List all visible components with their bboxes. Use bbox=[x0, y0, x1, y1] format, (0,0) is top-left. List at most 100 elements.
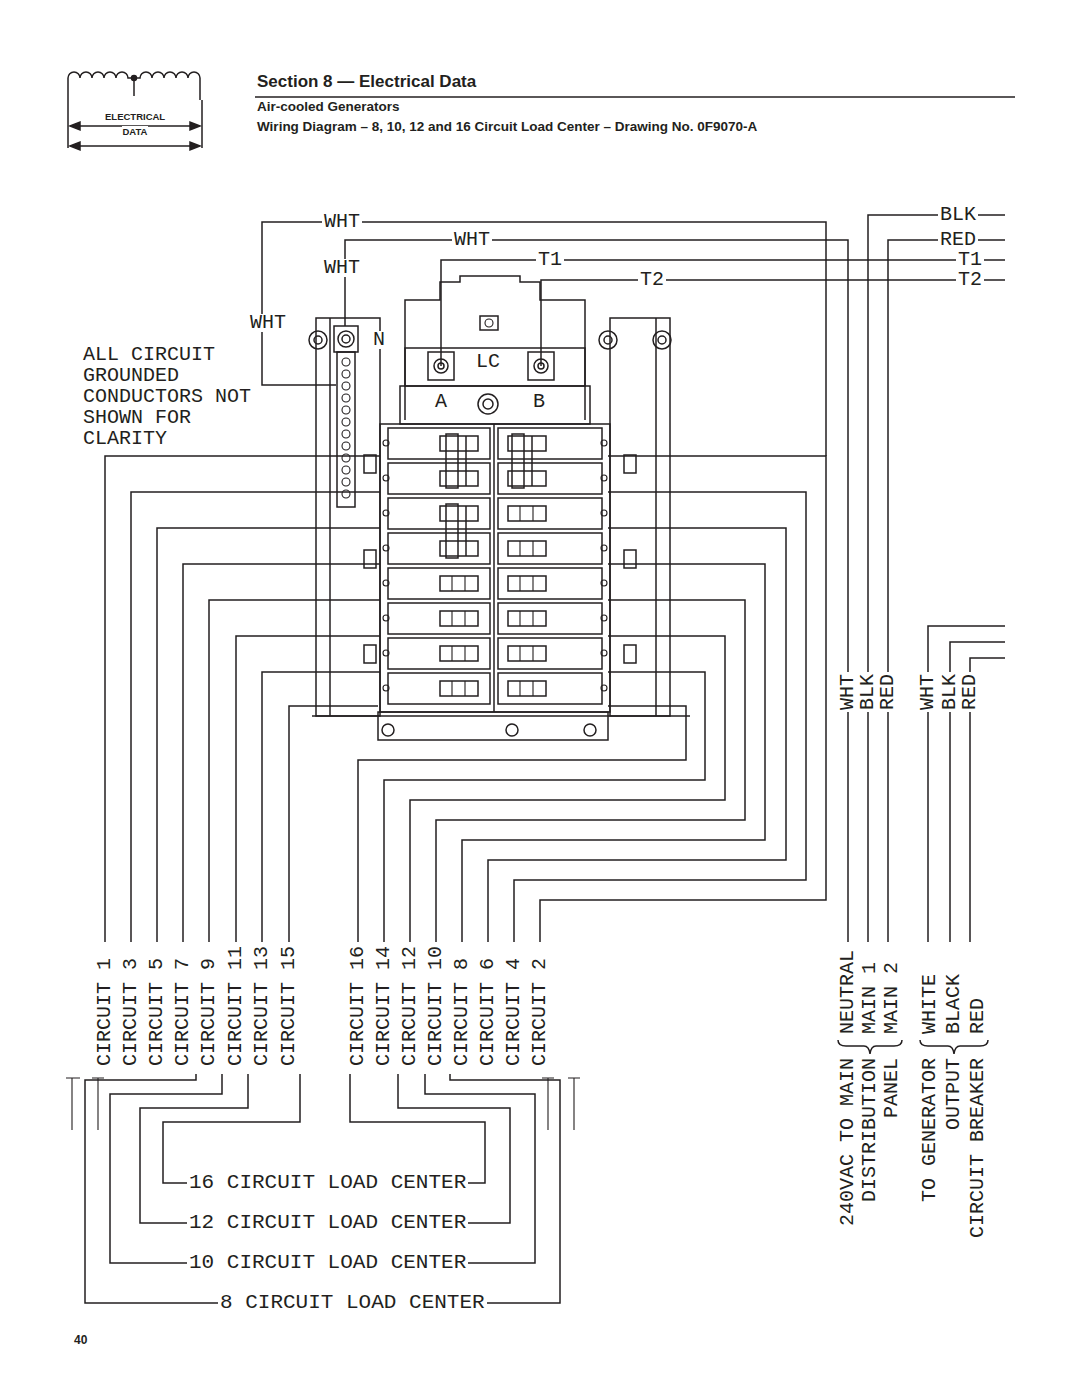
load-center-panel-part bbox=[388, 603, 490, 634]
load-center-panel-part bbox=[624, 455, 636, 473]
load-center-panel-part bbox=[498, 568, 602, 599]
load-center-panel-part bbox=[604, 336, 612, 344]
load-center-panel-part bbox=[508, 541, 546, 556]
load-center-panel-part bbox=[452, 646, 465, 661]
circuit-wires-part bbox=[157, 528, 380, 942]
load-center-panel-part bbox=[383, 440, 389, 446]
load-center-panel-part bbox=[383, 650, 389, 656]
load-center-panel-part bbox=[452, 576, 465, 591]
load-center-panel-part bbox=[498, 673, 602, 704]
circuit-group-bracket-part bbox=[66, 1078, 104, 1130]
circuit-label: CIRCUIT 10 bbox=[427, 944, 445, 1068]
load-center-panel-part bbox=[508, 471, 546, 486]
load-center-panel-part bbox=[446, 504, 458, 558]
load-center-panel-part bbox=[342, 394, 350, 402]
grouping-brace-part bbox=[920, 1040, 988, 1054]
load-center-panel-part bbox=[342, 370, 350, 378]
load-center-panel-part bbox=[601, 685, 607, 691]
load-center-panel-part bbox=[508, 576, 546, 591]
load-center-panel-part bbox=[378, 712, 608, 740]
circuit-label: CIRCUIT 5 bbox=[148, 956, 166, 1068]
load-center-panel-part bbox=[388, 533, 490, 564]
wire-label: RED bbox=[938, 231, 978, 249]
load-center-panel-part bbox=[508, 506, 546, 521]
wire-label: T2 bbox=[956, 271, 984, 289]
load-center-panel-part bbox=[480, 316, 498, 330]
load-center-panel-part bbox=[531, 436, 533, 486]
circuit-group-bracket-part bbox=[163, 1074, 485, 1183]
wire-label: BLK bbox=[938, 206, 978, 224]
load-center-panel-part bbox=[601, 580, 607, 586]
header-rule bbox=[255, 96, 1015, 98]
circuit-wires-part bbox=[209, 600, 380, 942]
load-center-panel-part bbox=[440, 611, 478, 626]
section-logo-part bbox=[68, 100, 202, 148]
load-center-panel-part bbox=[584, 724, 596, 736]
feed-wires bbox=[262, 215, 1005, 942]
load-center-panel-part bbox=[380, 424, 610, 712]
section-logo-part bbox=[70, 122, 80, 130]
circuit-label: CIRCUIT 7 bbox=[174, 956, 192, 1068]
circuit-wires-part bbox=[540, 456, 826, 942]
circuit-group-bracket-part bbox=[140, 1074, 510, 1223]
circuit-wires-part bbox=[488, 528, 786, 942]
load-center-panel-part bbox=[498, 533, 602, 564]
logo-text: DATA bbox=[122, 126, 149, 137]
load-center-panel-part bbox=[493, 424, 495, 712]
circuit-wires-part bbox=[262, 672, 380, 942]
load-center-panel-part bbox=[498, 638, 602, 669]
load-center-panel-part bbox=[388, 673, 490, 704]
load-center-panel-part bbox=[383, 510, 389, 516]
connection-note: MAIN 2 bbox=[883, 960, 901, 1036]
section-logo-part bbox=[132, 76, 137, 81]
load-center-panel-part bbox=[485, 319, 493, 327]
terminal-label: A bbox=[433, 393, 449, 411]
section-logo-part bbox=[190, 122, 200, 130]
connection-note: CIRCUIT BREAKER bbox=[969, 1056, 987, 1240]
section-logo-part bbox=[70, 142, 80, 150]
load-center-panel-part bbox=[405, 348, 585, 386]
wire-label: RED bbox=[879, 672, 897, 712]
load-center-panel-part bbox=[388, 568, 490, 599]
load-center-label: 12 CIRCUIT LOAD CENTER bbox=[187, 1214, 468, 1232]
drawing-caption: Wiring Diagram – 8, 10, 12 and 16 Circui… bbox=[255, 119, 759, 135]
load-center-panel-part bbox=[316, 318, 380, 716]
load-center-panel-part bbox=[364, 455, 376, 473]
feed-wires-part bbox=[541, 280, 1005, 366]
load-center-panel-part bbox=[342, 418, 350, 426]
circuit-wires-part bbox=[358, 706, 686, 942]
load-center-panel-part bbox=[342, 466, 350, 474]
load-center-panel-part bbox=[498, 463, 602, 494]
circuit-wires-part bbox=[105, 456, 380, 942]
load-center-panel-part bbox=[334, 326, 358, 352]
load-center-panel-part bbox=[342, 442, 350, 450]
circuit-wires-part bbox=[462, 564, 765, 942]
load-center-panel-part bbox=[383, 615, 389, 621]
circuit-label: CIRCUIT 3 bbox=[122, 956, 140, 1068]
load-center-panel-part bbox=[483, 399, 493, 409]
load-center-panel-part bbox=[337, 352, 355, 507]
wire-label: WHT bbox=[452, 231, 492, 249]
load-center-panel-part bbox=[624, 645, 636, 663]
wire-label: WHT bbox=[919, 672, 937, 712]
load-center-panel-part bbox=[338, 331, 354, 347]
load-center-panel-part bbox=[601, 545, 607, 551]
load-center-panel-part bbox=[508, 646, 546, 661]
grouping-brace-part bbox=[838, 1040, 902, 1054]
section-logo bbox=[68, 72, 202, 150]
circuit-wires-part bbox=[289, 706, 378, 942]
wire-label: WHT bbox=[839, 672, 857, 712]
section-logo-part bbox=[68, 72, 200, 100]
load-center-panel-part bbox=[520, 611, 533, 626]
connection-note: OUTPUT bbox=[945, 1056, 963, 1132]
wire-label: WHT bbox=[322, 259, 362, 277]
load-center-panel-part bbox=[400, 386, 590, 424]
load-center-panel-part bbox=[364, 550, 376, 568]
circuit-wires-part bbox=[410, 636, 725, 942]
load-center-panel-part bbox=[342, 430, 350, 438]
load-center-label: 16 CIRCUIT LOAD CENTER bbox=[187, 1174, 468, 1192]
connection-note: WHITE bbox=[921, 972, 939, 1036]
section-logo-part bbox=[72, 145, 198, 147]
circuit-label: CIRCUIT 16 bbox=[349, 944, 367, 1068]
